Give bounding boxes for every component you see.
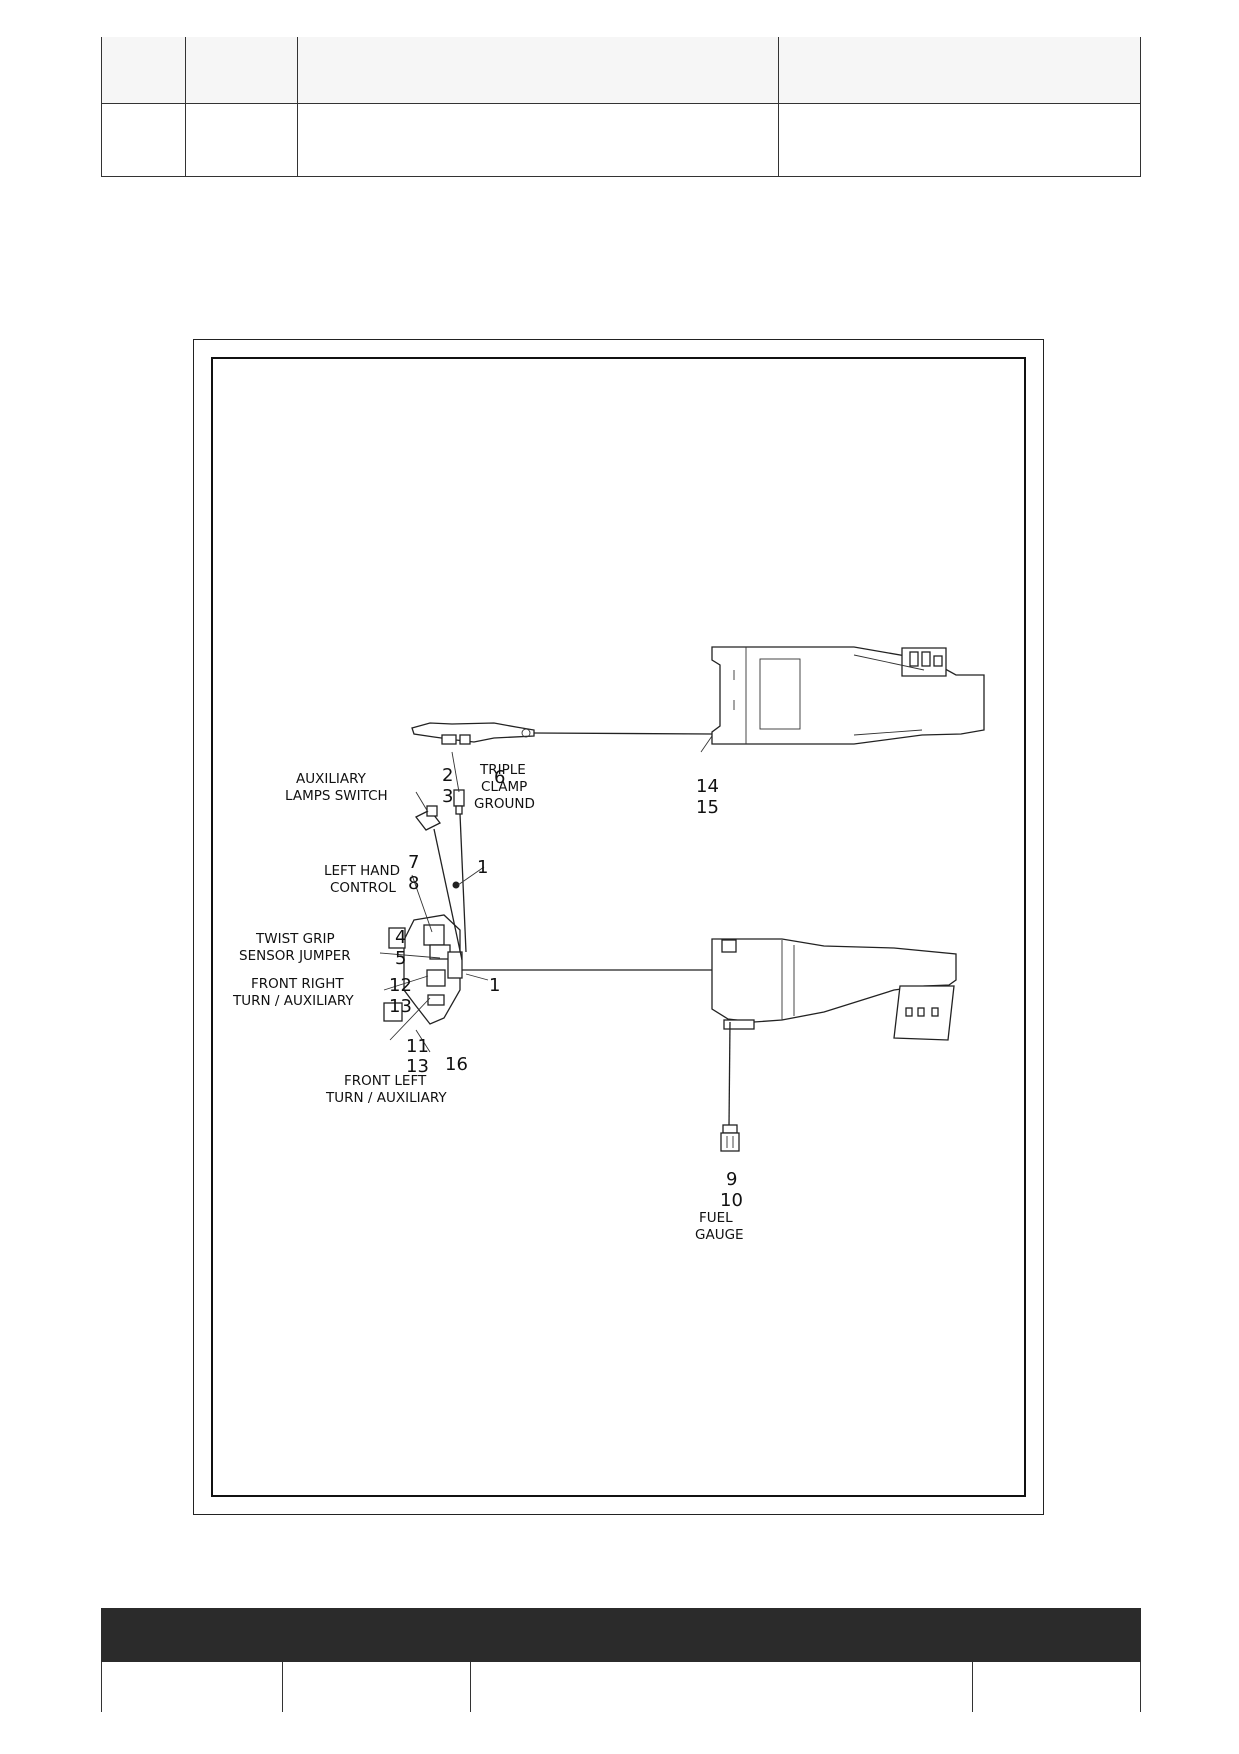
wiring-harness-diagram: AUXILIARY LAMPS SWITCH TRIPLE CLAMP GROU… [232,646,985,1243]
label-front-right-turn-auxiliary-1: FRONT RIGHT [251,976,344,992]
table-cell [101,37,186,104]
table-row [101,1661,1141,1712]
auxiliary-lamps-switch-connector [415,805,441,831]
table-cell [778,37,1141,104]
callout-13a: 13 [389,996,412,1017]
callout-12: 12 [389,975,412,996]
label-twist-grip-sensor-jumper-2: SENSOR JUMPER [239,948,351,964]
table-cell [101,1661,283,1712]
table-cell [297,37,779,104]
leader-lines [379,735,713,1053]
label-fuel-gauge-1: FUEL [699,1210,733,1226]
upper-left-connector [411,722,535,745]
label-front-left-turn-auxiliary-1: FRONT LEFT [344,1073,427,1089]
table-cell [972,1661,1141,1712]
table-cell [185,103,298,177]
callout-11: 11 [406,1036,429,1057]
label-auxiliary-lamps-switch-2: LAMPS SWITCH [285,788,388,804]
label-auxiliary-lamps-switch-1: AUXILIARY [296,771,367,787]
upper-harness-body [711,646,985,745]
table-cell [282,1661,471,1712]
callout-14: 14 [696,776,719,797]
callout-6: 6 [494,767,505,788]
auxiliary-switch-wire [433,828,463,961]
table-header-cell [101,1608,283,1662]
table-row [101,103,1141,177]
callout-1b: 1 [489,975,500,996]
figure-frame: AUXILIARY LAMPS SWITCH TRIPLE CLAMP GROU… [193,339,1044,1515]
callout-16: 16 [445,1054,468,1075]
table-header-cell [470,1608,973,1662]
splice-point [452,881,460,889]
callout-2: 2 [442,765,453,786]
callout-8: 8 [408,873,419,894]
label-twist-grip-sensor-jumper-1: TWIST GRIP [255,931,335,947]
label-front-right-turn-auxiliary-2: TURN / AUXILIARY [232,993,354,1009]
callout-9: 9 [726,1169,737,1190]
bottom-table [101,1608,1141,1712]
upper-wire [533,732,713,735]
table-header-cell [972,1608,1141,1662]
figure-inner-frame [211,357,1026,1497]
table-cell [185,37,298,104]
callout-10: 10 [720,1190,743,1211]
table-cell [778,103,1141,177]
triple-clamp-wire [459,813,467,953]
triple-clamp-ground-connector [453,789,465,815]
callout-4: 4 [395,927,406,948]
callout-13b: 13 [406,1056,429,1077]
label-front-left-turn-auxiliary-2: TURN / AUXILIARY [325,1090,447,1106]
table-cell [297,103,779,177]
label-triple-clamp-ground-2: CLAMP [481,779,527,795]
lower-harness-body [711,938,957,1041]
label-triple-clamp-ground-1: TRIPLE [479,762,526,778]
callout-7: 7 [408,852,419,873]
label-left-hand-control-1: LEFT HAND [324,863,400,879]
table-cell [470,1661,973,1712]
callout-1a: 1 [477,857,488,878]
callout-3: 3 [442,786,453,807]
callout-15: 15 [696,797,719,818]
table-row [101,37,1141,104]
table-header-cell [282,1608,471,1662]
fuel-gauge-connector [720,1124,740,1152]
left-hand-control-cluster [383,914,463,1025]
table-header-row [101,1608,1141,1662]
top-table [101,37,1141,177]
label-triple-clamp-ground-3: GROUND [474,796,535,812]
fuel-gauge-wire [728,1021,731,1127]
label-left-hand-control-2: CONTROL [330,880,396,896]
label-fuel-gauge-2: GAUGE [695,1227,744,1243]
table-cell [101,103,186,177]
callout-5: 5 [395,948,406,969]
